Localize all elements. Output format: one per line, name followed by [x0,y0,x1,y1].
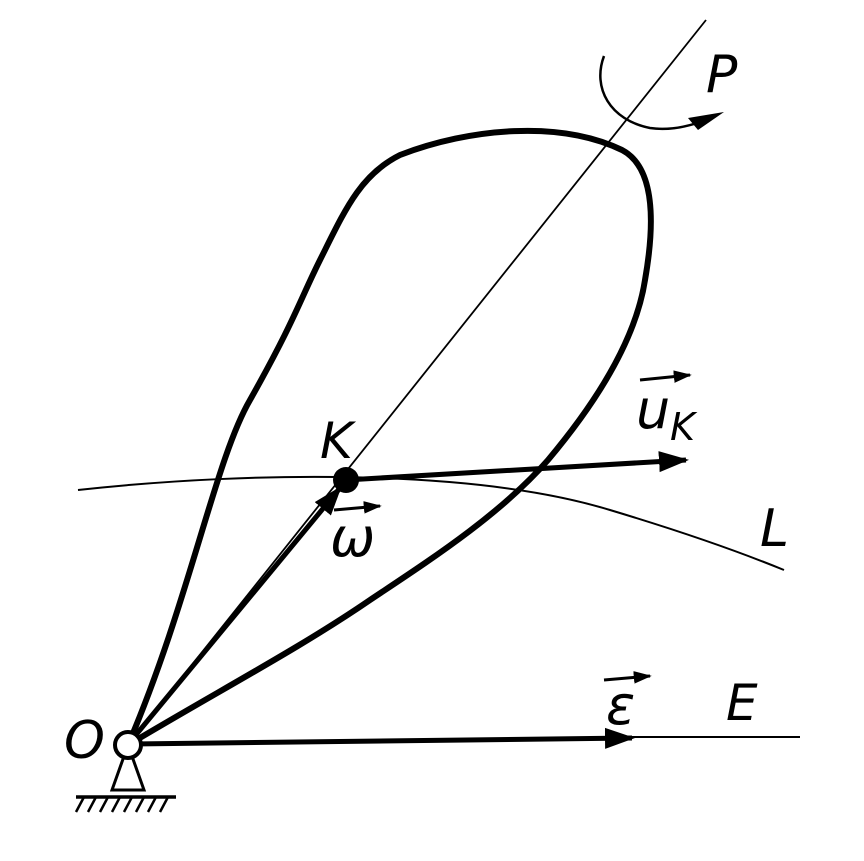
label-u-subscript: K [670,405,698,449]
label-k: K [320,412,357,470]
point-k [333,467,359,493]
epsilon-vector [131,727,635,749]
label-p: P [706,45,738,105]
label-epsilon-text: ε [606,674,635,737]
pivot-o-circle [113,730,143,760]
label-epsilon: ε [603,671,652,737]
omega-vector [128,485,342,744]
rotation-arc [599,55,707,131]
label-u-k: u K [636,370,698,449]
label-omega: ω [330,501,382,569]
body-outline [125,127,654,748]
label-u: u [636,378,670,441]
pivot-support [74,730,176,813]
label-l: L [760,499,789,559]
rotation-arrowhead-icon [688,112,724,130]
velocity-u-vector [345,451,689,483]
label-e: E [726,674,758,732]
label-o: O [64,711,105,771]
label-omega-text: ω [330,506,375,569]
